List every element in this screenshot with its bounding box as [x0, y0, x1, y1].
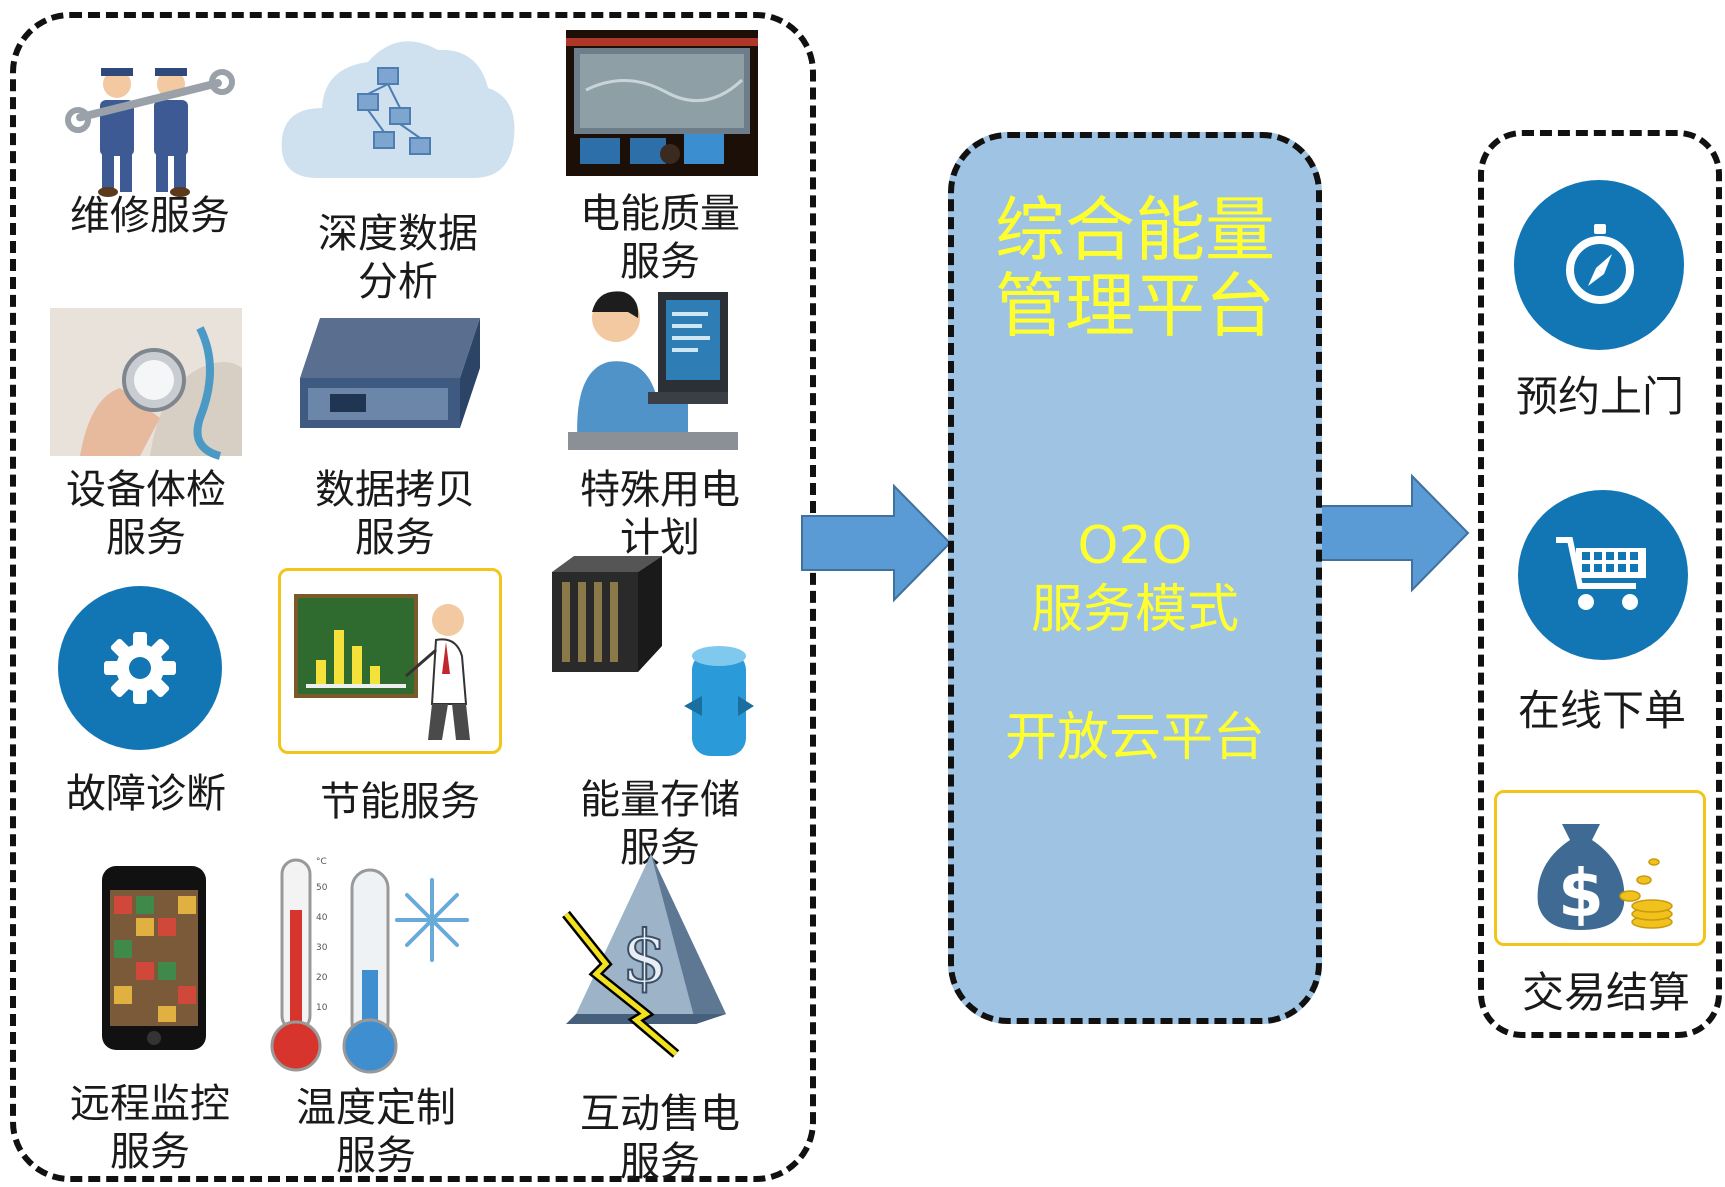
mechanics-icon: [65, 68, 235, 197]
svg-text:°C: °C: [316, 857, 327, 867]
service-label-11: 温度定制 服务: [296, 1085, 456, 1179]
server-device-icon: [300, 318, 480, 428]
stethoscope-icon: [50, 308, 242, 460]
platform-mode-line2: 服务模式: [1030, 580, 1239, 640]
service-label-12: 互动售电 服务: [580, 1091, 740, 1185]
service-label-7: 故障诊断: [66, 771, 226, 817]
smartphone-icon: [102, 866, 206, 1050]
svg-text:$: $: [622, 915, 668, 999]
platform-box: 综合能量 管理平台 O2O 服务模式 开放云平台: [948, 132, 1322, 1024]
control-room-icon: [566, 30, 758, 176]
outcome-label-1: 预约上门: [1515, 372, 1684, 421]
money-bag-icon: $: [1537, 824, 1673, 932]
platform-mode-line1: O2O: [1077, 516, 1193, 576]
svg-text:$: $: [1558, 855, 1604, 932]
service-label-6: 特殊用电 计划: [580, 467, 740, 561]
compass-circle: [1514, 180, 1684, 350]
service-label-8: 节能服务: [320, 779, 480, 825]
service-label-4: 设备体检 服务: [66, 467, 226, 561]
outcomes-group: [1478, 130, 1722, 1038]
svg-text:50: 50: [316, 883, 328, 893]
service-label-5: 数据拷贝 服务: [315, 467, 475, 561]
battery-storage-icon: [552, 556, 754, 756]
operator-icon: [568, 291, 738, 450]
svg-text:20: 20: [316, 973, 328, 983]
cloud-network-icon: [281, 41, 515, 178]
svg-text:40: 40: [316, 913, 328, 923]
shopping-cart-icon: [1556, 537, 1646, 610]
gear-icon: [104, 632, 176, 704]
platform-title-line2: 管理平台: [995, 265, 1275, 347]
presentation-chart-icon: [294, 594, 470, 740]
service-label-10: 远程监控 服务: [70, 1081, 230, 1175]
platform-title-line1: 综合能量: [995, 189, 1275, 271]
arrow-to-outcomes: [1319, 473, 1470, 593]
svg-text:10: 10: [316, 1003, 328, 1013]
thermometer-icon: °C 50 40 30 20 10: [270, 857, 469, 1074]
outcome-label-2: 在线下单: [1517, 686, 1686, 735]
arrow-to-platform: [801, 483, 952, 603]
outcome-label-3: 交易结算: [1521, 968, 1690, 1017]
dollar-pyramid-icon: $: [562, 854, 726, 1058]
service-label-9: 能量存储 服务: [580, 777, 740, 871]
service-label-2: 深度数据 分析: [318, 211, 478, 305]
service-label-3: 电能质量 服务: [580, 191, 740, 285]
service-label-1: 维修服务: [70, 193, 230, 239]
svg-text:30: 30: [316, 943, 328, 953]
platform-cloud: 开放云平台: [1004, 708, 1265, 768]
services-group: [10, 12, 816, 1182]
compass-icon: [1566, 224, 1634, 304]
